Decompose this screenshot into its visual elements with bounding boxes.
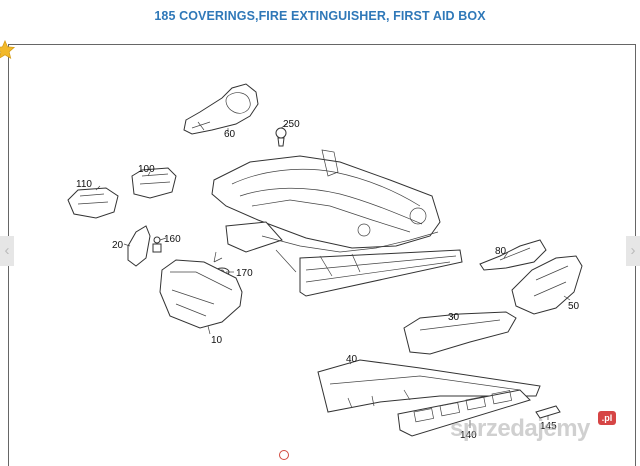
part-110-cover[interactable] [67, 187, 119, 219]
label-160: 160 [164, 234, 181, 245]
part-40-panel[interactable] [317, 359, 541, 413]
label-40: 40 [346, 354, 358, 365]
previous-image-button[interactable]: ‹ [0, 236, 14, 266]
label-145: 145 [540, 421, 557, 432]
label-30: 30 [448, 312, 460, 323]
label-20: 20 [112, 240, 124, 251]
next-image-button[interactable]: › [626, 236, 640, 266]
label-10: 10 [211, 335, 223, 346]
part-160-bolt[interactable] [152, 236, 162, 253]
seat-frame-assembly [211, 149, 463, 297]
leader-lines [95, 123, 571, 428]
label-250: 250 [283, 119, 300, 130]
part-30-trim[interactable] [403, 311, 517, 355]
label-60: 60 [224, 129, 236, 140]
page-title: 185 COVERINGS,FIRE EXTINGUISHER, FIRST A… [154, 9, 486, 23]
part-80-bracket[interactable] [479, 239, 547, 271]
label-80: 80 [495, 246, 507, 257]
slide-indicator-dot[interactable] [279, 450, 289, 460]
label-110: 110 [76, 179, 92, 190]
page-header: 185 COVERINGS,FIRE EXTINGUISHER, FIRST A… [0, 0, 640, 36]
part-140-frame[interactable] [397, 389, 531, 437]
label-100: 100 [138, 164, 155, 175]
chevron-right-icon: › [630, 242, 636, 259]
part-250-clip[interactable] [275, 127, 287, 147]
part-145-clip[interactable] [535, 405, 561, 419]
chevron-left-icon: ‹ [4, 242, 10, 259]
part-20-bracket[interactable] [127, 225, 151, 267]
label-170: 170 [236, 268, 253, 279]
watermark-badge: .pl [598, 411, 616, 425]
part-10-compartment[interactable] [159, 251, 243, 329]
label-140: 140 [460, 430, 477, 441]
star-icon[interactable] [0, 39, 16, 61]
part-50-cover[interactable] [511, 255, 583, 315]
part-60-bracket[interactable] [183, 83, 259, 135]
label-50: 50 [568, 301, 580, 312]
watermark-text: sprzedajemy [450, 415, 590, 442]
part-100-cover[interactable] [131, 167, 177, 199]
